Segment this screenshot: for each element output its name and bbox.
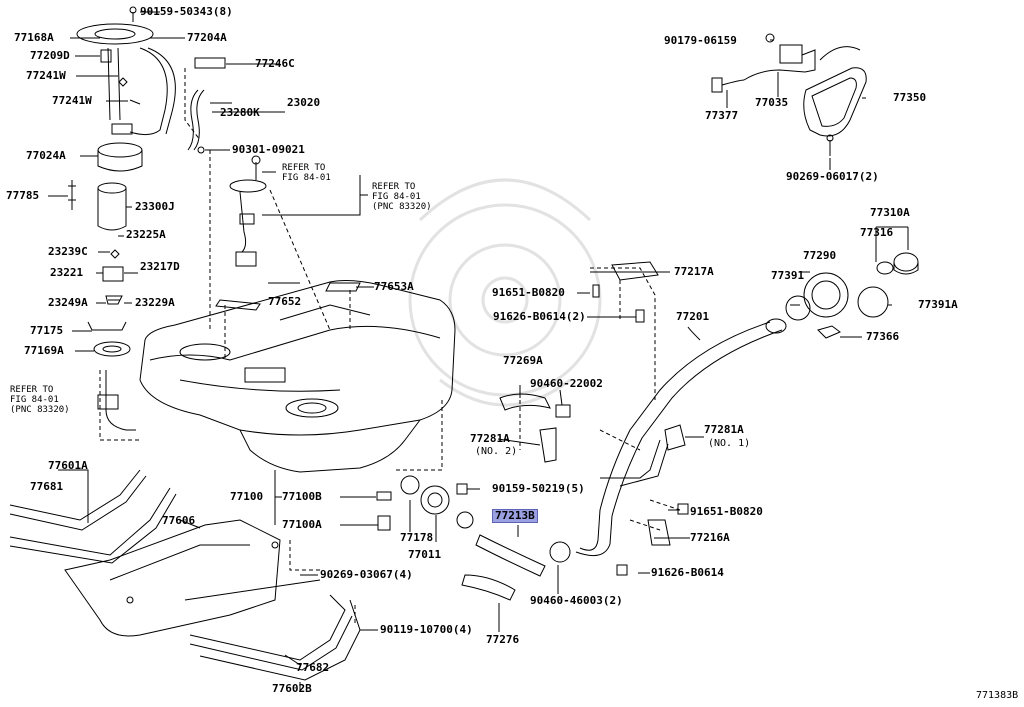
part-label-77035[interactable]: 77035: [755, 96, 789, 109]
part-label-90159-50219[interactable]: 90159-50219(5): [492, 482, 585, 495]
part-label-77602b[interactable]: 77602B: [272, 682, 312, 695]
part-label-77316[interactable]: 77316: [860, 226, 894, 239]
part-label-90269-06017[interactable]: 90269-06017(2): [786, 170, 879, 183]
part-label-77681[interactable]: 77681: [30, 480, 64, 493]
part-label-23217d[interactable]: 23217D: [140, 260, 180, 273]
part-label-77350[interactable]: 77350: [893, 91, 927, 104]
part-label-77246c[interactable]: 77246C: [255, 57, 295, 70]
part-label-77241w-lower[interactable]: 77241W: [52, 94, 92, 107]
leader-lines-pump: [48, 11, 368, 352]
part-label-77281a-no1[interactable]: 77281A: [704, 423, 744, 436]
fuel-door-drawing: [711, 33, 867, 156]
part-label-23249a[interactable]: 23249A: [48, 296, 88, 309]
part-qualifier-no1: (NO. 1): [708, 438, 751, 449]
part-label-90179-06159[interactable]: 90179-06159: [664, 34, 737, 47]
part-label-23239c[interactable]: 23239C: [48, 245, 88, 258]
part-label-23225a[interactable]: 23225A: [126, 228, 166, 241]
part-label-77209d[interactable]: 77209D: [30, 49, 70, 62]
part-label-90301-09021[interactable]: 90301-09021: [232, 143, 305, 156]
part-label-77024a[interactable]: 77024A: [26, 149, 66, 162]
part-label-91651-b0820-upper[interactable]: 91651-B0820: [492, 286, 565, 299]
part-label-90119-10700[interactable]: 90119-10700(4): [380, 623, 473, 636]
part-label-77204a[interactable]: 77204A: [187, 31, 227, 44]
part-label-77366[interactable]: 77366: [866, 330, 900, 343]
part-qualifier-no2: (NO. 2): [475, 446, 518, 457]
reference-note-fig-84-01: REFER TO FIG 84-01: [282, 163, 331, 183]
part-label-23300j[interactable]: 23300J: [135, 200, 175, 213]
part-label-23020[interactable]: 23020: [287, 96, 321, 109]
part-label-91626-b0614-upper[interactable]: 91626-B0614(2): [493, 310, 586, 323]
part-label-77241w-upper[interactable]: 77241W: [26, 69, 66, 82]
fuel-cap-drawing: [785, 226, 919, 339]
part-label-77100a[interactable]: 77100A: [282, 518, 322, 531]
part-label-77682[interactable]: 77682: [296, 661, 330, 674]
part-label-90460-46003[interactable]: 90460-46003(2): [530, 594, 623, 607]
part-label-77213b-highlighted[interactable]: 77213B: [492, 509, 538, 523]
part-label-77216a[interactable]: 77216A: [690, 531, 730, 544]
part-label-77169a[interactable]: 77169A: [24, 344, 64, 357]
reference-note-fig-84-01-pnc: REFER TO FIG 84-01 (PNC 83320): [372, 182, 432, 212]
part-label-77269a[interactable]: 77269A: [503, 354, 543, 367]
part-label-23280k[interactable]: 23280K: [220, 106, 260, 119]
part-label-77011[interactable]: 77011: [408, 548, 442, 561]
part-label-77217a[interactable]: 77217A: [674, 265, 714, 278]
leader-lines-fuel-door: [726, 39, 866, 170]
fuel-pump-assembly-drawing: [68, 6, 267, 431]
part-label-77168a[interactable]: 77168A: [14, 31, 54, 44]
part-label-77377[interactable]: 77377: [705, 109, 739, 122]
protector-drawing: [9, 469, 361, 681]
watermark-emblem: [408, 178, 602, 407]
reference-note-fig-84-01-left: REFER TO FIG 84-01 (PNC 83320): [10, 385, 70, 415]
breather-hose-drawing: [376, 393, 571, 601]
part-label-91651-b0820-lower[interactable]: 91651-B0820: [690, 505, 763, 518]
part-label-77281a-no2[interactable]: 77281A: [470, 432, 510, 445]
part-label-77290[interactable]: 77290: [803, 249, 837, 262]
part-label-23229a[interactable]: 23229A: [135, 296, 175, 309]
part-label-77201[interactable]: 77201: [676, 310, 710, 323]
part-label-77653a[interactable]: 77653A: [374, 280, 414, 293]
part-label-77276[interactable]: 77276: [486, 633, 520, 646]
part-label-77652[interactable]: 77652: [268, 295, 302, 308]
part-label-77391a[interactable]: 77391A: [918, 298, 958, 311]
leader-lines-tank: [268, 271, 892, 632]
filler-pipe-drawing: [575, 318, 787, 557]
brackets-right-drawing: [592, 261, 689, 576]
part-label-77178[interactable]: 77178: [400, 531, 434, 544]
part-label-77100b[interactable]: 77100B: [282, 490, 322, 503]
fuel-tank-drawing: [139, 280, 456, 473]
part-label-90460-22002[interactable]: 90460-22002: [530, 377, 603, 390]
part-label-23221[interactable]: 23221: [50, 266, 84, 279]
part-label-77100[interactable]: 77100: [230, 490, 264, 503]
part-label-77785[interactable]: 77785: [6, 189, 40, 202]
part-label-90159-50343[interactable]: 90159-50343(8): [140, 5, 233, 18]
part-label-77601a[interactable]: 77601A: [48, 459, 88, 472]
part-label-90269-03067[interactable]: 90269-03067(4): [320, 568, 413, 581]
diagram-id: 771383B: [976, 690, 1019, 701]
part-label-77175[interactable]: 77175: [30, 324, 64, 337]
part-label-77606[interactable]: 77606: [162, 514, 196, 527]
dashed-reference-lines: [99, 68, 681, 625]
part-label-77310a[interactable]: 77310A: [870, 206, 910, 219]
part-label-91626-b0614-lower[interactable]: 91626-B0614: [651, 566, 724, 579]
leader-lines-protector: [58, 469, 301, 690]
part-label-77391[interactable]: 77391: [771, 269, 805, 282]
